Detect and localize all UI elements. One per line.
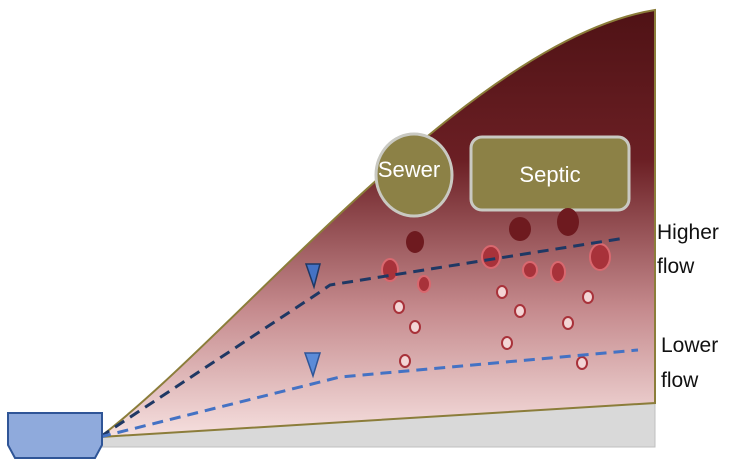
plume-drop [589, 243, 611, 271]
plume-drop [496, 285, 508, 299]
higher-flow-label-line1: Higher [657, 221, 719, 244]
plume-drop [522, 261, 538, 279]
lower-flow-water-table [99, 348, 639, 439]
light-contaminant-plume [393, 285, 594, 370]
higher-flow-label-line2: flow [657, 255, 695, 278]
plume-drop [481, 245, 501, 269]
higher-flow-water-table [99, 236, 626, 439]
sewer-label: Sewer [378, 157, 440, 182]
plume-drop [576, 356, 588, 370]
dark-contaminant-plume [406, 208, 579, 253]
lower-flow-label-line2: flow [661, 369, 699, 392]
sewer-pipe: Sewer [374, 132, 454, 218]
septic-label: Septic [519, 162, 580, 187]
plume-drop [393, 300, 405, 314]
plume-drop [582, 290, 594, 304]
inverted-triangle-icon [303, 352, 322, 379]
stream-channel [7, 412, 103, 459]
plume-drop [406, 231, 424, 253]
lower-flow-label-line1: Lower [661, 334, 719, 357]
plume-drop [557, 208, 579, 236]
medium-contaminant-plume [381, 243, 611, 293]
plume-drop [409, 320, 421, 334]
plume-drop [562, 316, 574, 330]
plume-drop [417, 275, 431, 293]
plume-drop [399, 354, 411, 368]
plume-drop [501, 336, 513, 350]
lower-flow-label: Lower flow [661, 333, 718, 394]
plume-drop [509, 217, 531, 241]
septic-tank: Septic [469, 135, 631, 212]
inverted-triangle-icon [304, 263, 321, 290]
higher-flow-label: Higher flow [657, 220, 719, 280]
plume-drop [550, 261, 566, 283]
plume-drop [514, 304, 526, 318]
